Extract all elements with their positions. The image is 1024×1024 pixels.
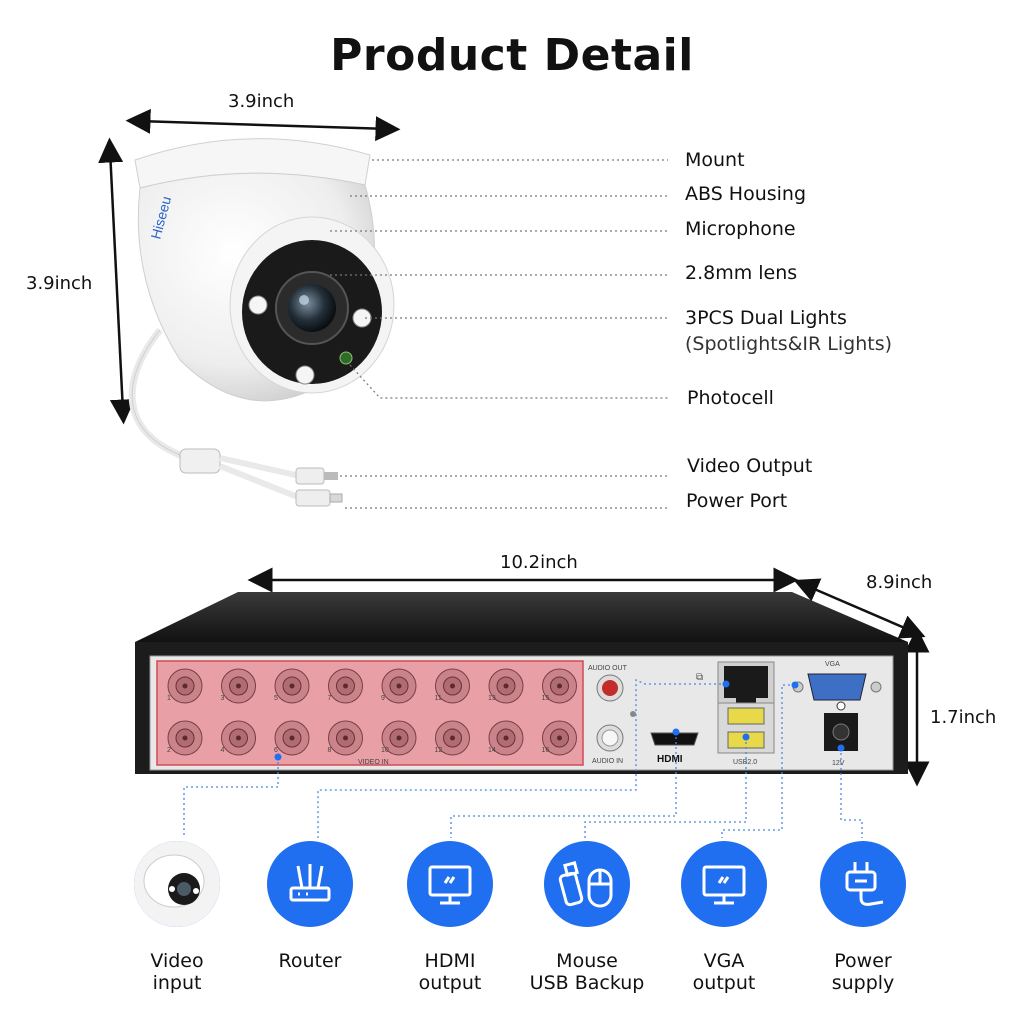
camera-lens [288,284,336,332]
label-video-output: Video Output [687,455,813,477]
router-icon [286,860,334,908]
connection-dots [274,680,845,761]
power-connector [295,489,331,507]
bnc-number: 11 [435,695,442,702]
audio-out-text: AUDIO OUT [588,665,628,672]
plug-icon [839,858,887,910]
bnc-number: 8 [328,747,332,754]
label-dual-lights: 3PCS Dual Lights [685,307,847,329]
audio-in-port [601,729,619,747]
bnc-number: 4 [221,747,225,754]
camera-leader-lines [330,159,668,509]
mouse-usb-backup-label: Mouse USB Backup [529,950,645,994]
camera-width-label: 3.9inch [228,91,295,112]
dvr-height-label: 1.7inch [930,707,997,728]
photocell [339,351,353,365]
bnc-number: 1 [167,695,171,702]
light-bottom [295,365,315,385]
router-label: Router [278,950,342,972]
port-connection-lines [183,678,863,838]
camera-height-label: 3.9inch [26,273,93,294]
bnc-number: 12 [435,747,443,754]
bnc-number: 5 [274,695,278,702]
bnc-number: 15 [542,695,550,702]
usb-mouse-icon [557,856,617,912]
video-input-icon-circle [134,841,220,927]
lan-port [724,666,768,698]
vga-text: VGA [825,661,840,668]
bnc-number: 3 [221,695,225,702]
light-left [248,295,268,315]
audio-in-text: AUDIO IN [592,758,623,765]
usb-text: USB2.0 [733,759,757,766]
page-title: Product Detail [330,30,694,81]
dvr-top [135,592,908,642]
mouse-usb-backup-icon-circle [544,841,630,927]
bnc-number: 2 [167,747,171,754]
vga-output-icon-circle [681,841,767,927]
hdmi-output-icon-circle [407,841,493,927]
camera-width-arrow [125,108,401,142]
hdmi-text: HDMI [657,754,683,765]
cable-splitter [179,448,221,474]
video-connector [295,467,325,485]
hdmi-port [650,732,699,746]
bnc-number: 10 [381,747,389,754]
power-text: 12V [832,760,845,767]
camera-diagram: Hiseeu [98,108,668,509]
power-supply-label: Power supply [831,950,895,994]
camera-icon [134,841,220,927]
label-abs-housing: ABS Housing [685,183,807,205]
video-input-label: Video input [150,950,204,994]
light-right [352,308,372,328]
svg-text:⧉: ⧉ [696,672,703,683]
dvr-depth-arrow [793,578,926,639]
monitor-icon [699,859,749,909]
bnc-number: 9 [381,695,385,702]
vga-port [807,673,867,701]
label-lens: 2.8mm lens [685,262,798,284]
hdmi-output-label: HDMI output [418,950,482,994]
bnc-number: 14 [488,747,496,754]
camera-height-arrow [98,137,135,425]
power-supply-icon-circle [820,841,906,927]
label-photocell: Photocell [687,387,774,409]
usb-port-1 [727,707,765,725]
bnc-number: 7 [328,695,332,702]
bnc-number: 6 [274,747,278,754]
label-mount: Mount [685,149,745,171]
router-icon-circle [267,841,353,927]
label-dual-lights-sub: (Spotlights&IR Lights) [685,333,893,355]
bnc-number: 16 [542,747,550,754]
audio-out-port [602,680,618,696]
bnc-number: 13 [488,695,496,702]
video-in-text: VIDEO IN [358,759,389,766]
label-power-port: Power Port [686,490,788,512]
vga-output-label: VGA output [692,950,756,994]
label-microphone: Microphone [685,218,796,240]
monitor-icon [425,859,475,909]
